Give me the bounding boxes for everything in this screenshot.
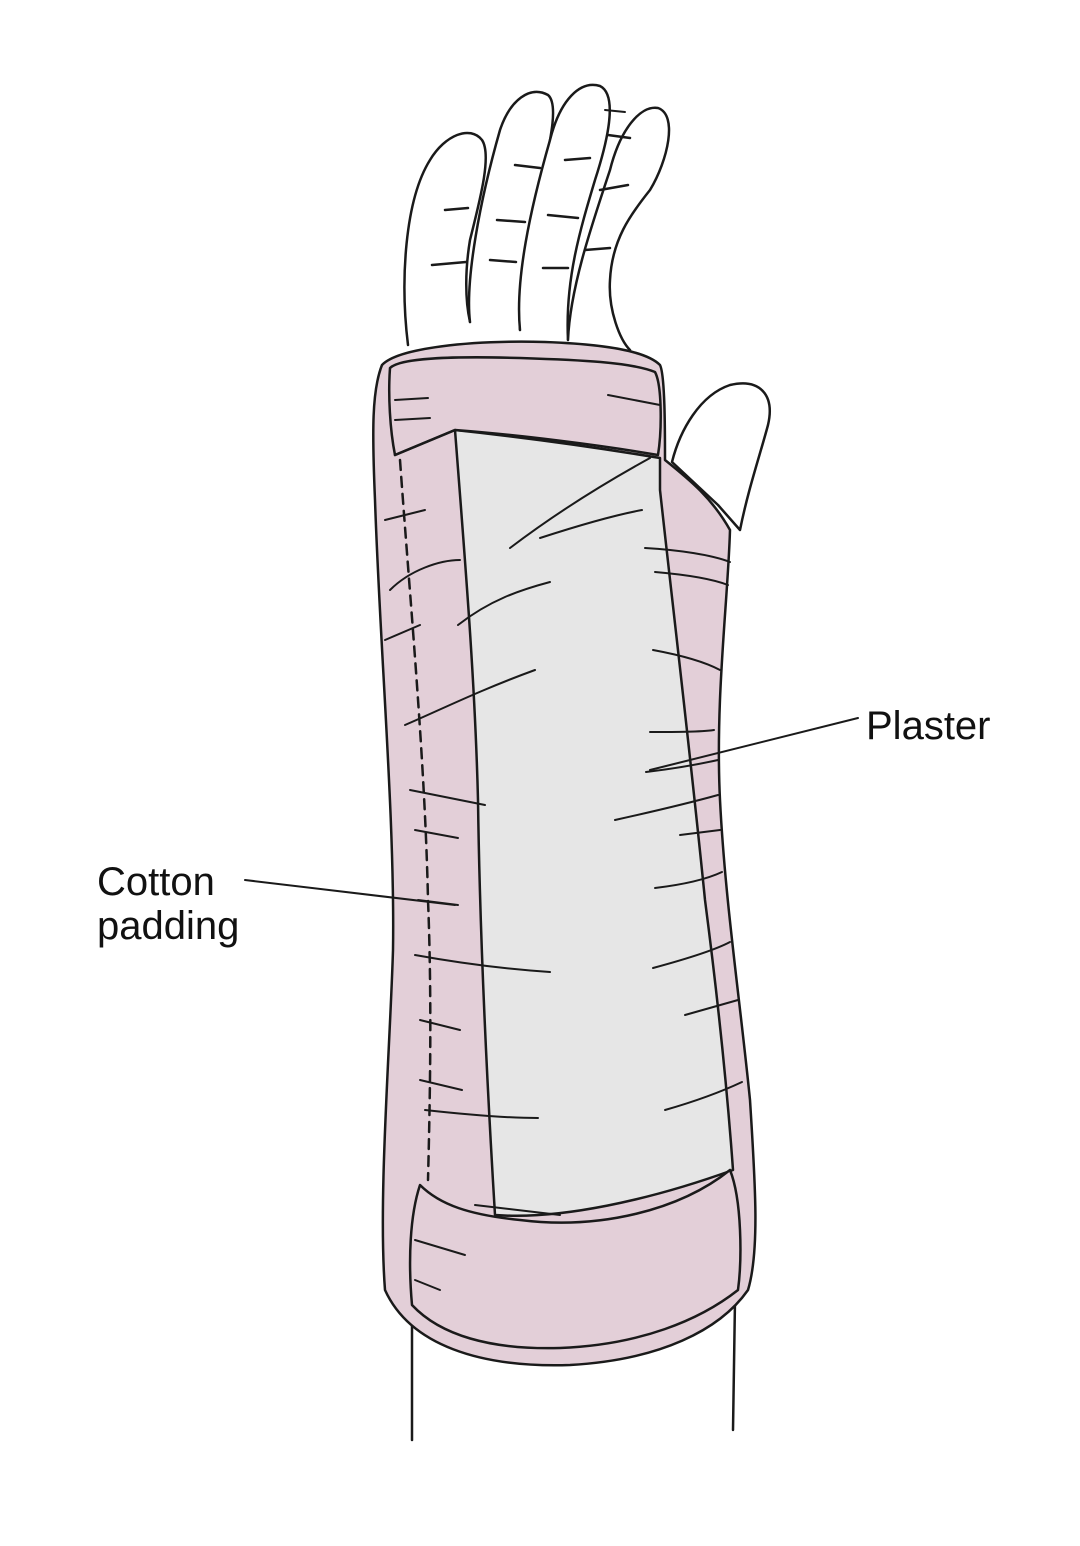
- plaster-label: Plaster: [866, 704, 991, 748]
- bottom-strap: [408, 1168, 742, 1350]
- forearm: [410, 1298, 737, 1442]
- cotton-padding-label: Cotton padding: [97, 860, 240, 948]
- top-strap: [388, 356, 662, 457]
- cotton-padding-leader-line: [244, 879, 456, 906]
- thumb: [670, 382, 771, 532]
- hand-fingers: [403, 83, 671, 352]
- callout-leaders: [244, 717, 859, 906]
- plaster-leader-line: [649, 717, 859, 771]
- plaster-shading-lines: [457, 109, 743, 1216]
